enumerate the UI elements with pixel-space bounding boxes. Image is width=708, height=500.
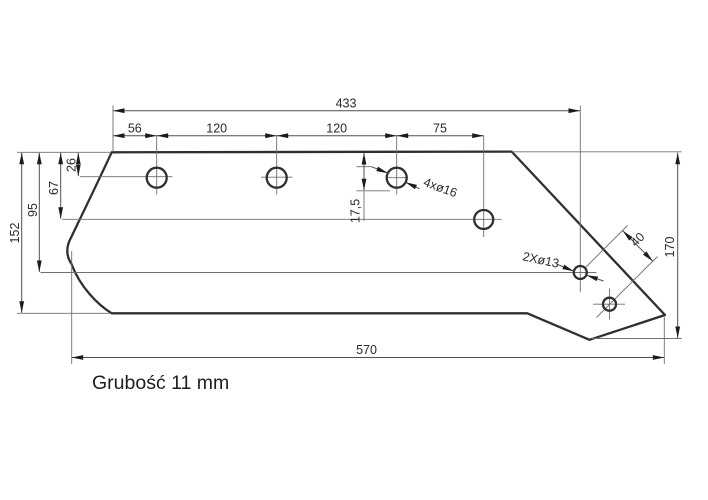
dim-40-line — [622, 230, 654, 262]
dim-75-label: 75 — [433, 121, 447, 135]
hole-5 — [572, 264, 588, 281]
dimension-lines — [19, 108, 681, 360]
dim-95-label: 95 — [26, 203, 40, 217]
callout-o13-label: 2Xø13 — [521, 249, 560, 270]
dim-120b-label: 120 — [326, 121, 347, 135]
ext-40-through-hole6 — [596, 256, 658, 318]
thickness-caption: Grubość 11 mm — [92, 372, 229, 394]
hole-callout-leaders — [371, 166, 604, 282]
dim-40-label: 40 — [628, 230, 648, 250]
hole-1 — [145, 166, 168, 189]
dim-26-label: 26 — [65, 158, 79, 172]
hole-3 — [385, 166, 408, 189]
extension-lines — [17, 105, 682, 364]
dim-152-label: 152 — [8, 223, 22, 244]
bolt-holes — [145, 166, 618, 312]
dim-67-label: 67 — [47, 181, 61, 195]
leader-o13-left-arrow — [556, 263, 575, 272]
hole-2 — [265, 166, 288, 189]
callout-o16-label: 4xø16 — [422, 175, 459, 200]
dim-433-label: 433 — [336, 97, 357, 111]
ext-40-through-hole5 — [585, 225, 628, 268]
dim-570-label: 570 — [356, 343, 377, 357]
leader-o13-right-arrow — [586, 274, 604, 282]
dim-120a-label: 120 — [206, 121, 227, 135]
hole-4 — [473, 208, 495, 231]
dim-17-5-label: 17,5 — [349, 199, 363, 223]
part-outline — [66, 150, 667, 341]
dim-170-label: 170 — [663, 237, 677, 258]
hole-6 — [601, 296, 618, 312]
leader-o16-left-arrow — [371, 166, 389, 174]
dim-56-label: 56 — [128, 121, 142, 135]
leader-o16-right-arrow — [405, 181, 420, 190]
